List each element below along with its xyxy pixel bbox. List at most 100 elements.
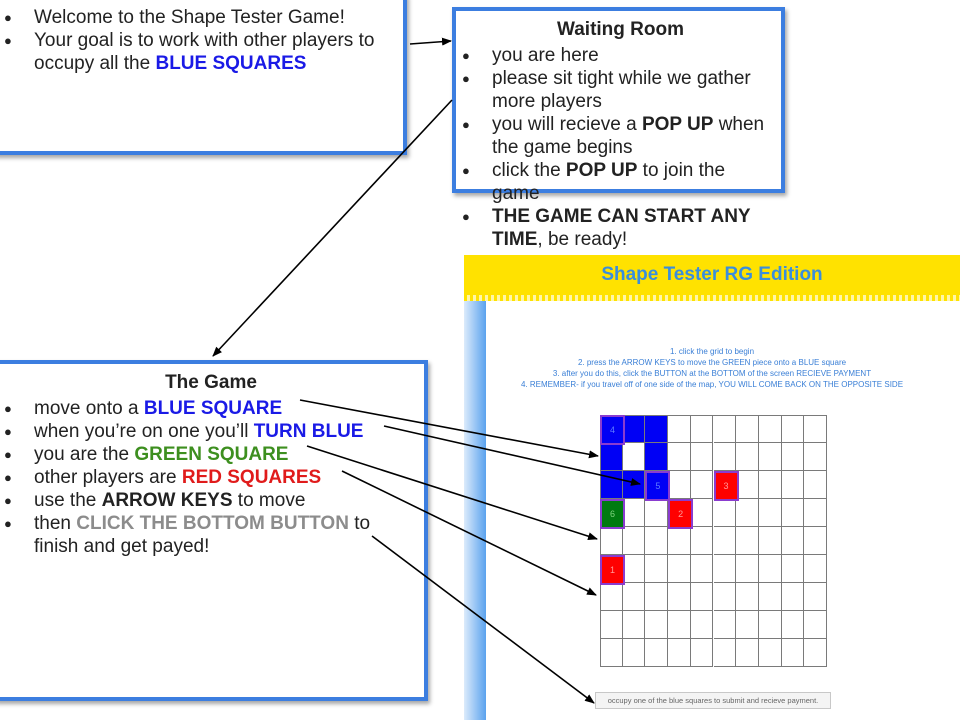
grid-cell[interactable]: [622, 583, 646, 611]
bullet-text: TURN BLUE: [253, 421, 364, 442]
grid-cell[interactable]: [804, 583, 827, 611]
grid-cell[interactable]: [713, 611, 737, 639]
grid-cell[interactable]: [758, 471, 782, 499]
grid-cell[interactable]: [645, 639, 669, 667]
instruction-2: 2. press the ARROW KEYS to move the GREE…: [577, 358, 847, 367]
grid-cell[interactable]: [781, 639, 805, 667]
panel-header-band: [464, 295, 960, 301]
waiting-room-list: you are hereplease sit tight while we ga…: [456, 44, 775, 251]
grid-cell[interactable]: [736, 583, 759, 611]
player-piece-3: 3: [713, 471, 739, 501]
grid-cell[interactable]: [781, 583, 805, 611]
grid-cell[interactable]: [736, 527, 759, 555]
grid-cell[interactable]: [804, 499, 827, 527]
grid-cell[interactable]: [804, 555, 827, 583]
grid-cell[interactable]: [804, 443, 827, 471]
grid-cell[interactable]: [645, 611, 669, 639]
grid-cell[interactable]: [758, 499, 782, 527]
grid-cell[interactable]: [736, 443, 759, 471]
grid-cell[interactable]: [758, 583, 782, 611]
grid-cell[interactable]: [758, 443, 782, 471]
bullet-text: use the: [34, 490, 102, 511]
grid-cell[interactable]: [781, 415, 805, 443]
grid-cell[interactable]: [736, 639, 759, 667]
grid-cell[interactable]: [713, 443, 737, 471]
grid-cell[interactable]: [690, 415, 714, 443]
grid-cell[interactable]: [781, 471, 805, 499]
grid-cell[interactable]: [622, 415, 646, 443]
grid-cell[interactable]: [781, 611, 805, 639]
grid-cell[interactable]: [690, 555, 714, 583]
grid-cell[interactable]: [758, 611, 782, 639]
grid-cell[interactable]: [713, 583, 737, 611]
grid-cell[interactable]: [622, 499, 646, 527]
player-piece-5: 5: [645, 471, 671, 501]
grid-cell[interactable]: [645, 443, 669, 471]
grid-cell[interactable]: [713, 555, 737, 583]
bullet-text: Your goal is to work with other players …: [34, 30, 375, 74]
grid-cell[interactable]: [736, 611, 759, 639]
grid-cell[interactable]: [668, 555, 691, 583]
grid-cell[interactable]: [713, 527, 737, 555]
grid-cell[interactable]: [690, 611, 714, 639]
grid-cell[interactable]: [690, 583, 714, 611]
bullet-text: move onto a: [34, 398, 144, 419]
grid-cell[interactable]: [758, 527, 782, 555]
grid-cell[interactable]: [622, 527, 646, 555]
grid-cell[interactable]: [804, 639, 827, 667]
grid-cell[interactable]: [804, 527, 827, 555]
grid-cell[interactable]: [668, 639, 691, 667]
grid-cell[interactable]: [804, 611, 827, 639]
bullet-text: CLICK THE BOTTOM BUTTON: [76, 513, 349, 534]
bullet-text: you will recieve a: [492, 114, 642, 135]
grid-cell[interactable]: [736, 555, 759, 583]
grid-cell[interactable]: [713, 499, 737, 527]
grid-cell[interactable]: [690, 639, 714, 667]
grid-cell[interactable]: [645, 415, 669, 443]
grid-cell[interactable]: [622, 639, 646, 667]
grid-cell[interactable]: [600, 611, 623, 639]
bullet-text: BLUE SQUARES: [155, 53, 307, 74]
grid-cell[interactable]: [622, 443, 646, 471]
grid-cell[interactable]: [781, 443, 805, 471]
grid-cell[interactable]: [600, 583, 623, 611]
grid-cell[interactable]: [600, 443, 623, 471]
grid-cell[interactable]: [690, 471, 714, 499]
grid-cell[interactable]: [758, 555, 782, 583]
grid-cell[interactable]: [804, 415, 827, 443]
grid-cell[interactable]: [736, 415, 759, 443]
grid-cell[interactable]: [690, 499, 714, 527]
grid-cell[interactable]: [645, 583, 669, 611]
grid-cell[interactable]: [781, 555, 805, 583]
grid-cell[interactable]: [804, 471, 827, 499]
grid-cell[interactable]: [713, 639, 737, 667]
grid-cell[interactable]: [622, 611, 646, 639]
grid-cell[interactable]: [622, 555, 646, 583]
bullet-text: THE GAME CAN START ANY TIME: [492, 206, 751, 250]
receive-payment-button[interactable]: occupy one of the blue squares to submit…: [595, 692, 831, 709]
grid-cell[interactable]: [668, 527, 691, 555]
grid-cell[interactable]: [736, 471, 759, 499]
bullet-text: when the game begins: [492, 114, 765, 158]
bullet-item: you will recieve a POP UP when the game …: [456, 113, 775, 159]
grid-cell[interactable]: [645, 555, 669, 583]
arrow-bottom-button: [371, 535, 595, 704]
grid-cell[interactable]: [758, 415, 782, 443]
grid-cell[interactable]: [600, 527, 623, 555]
grid-cell[interactable]: [781, 499, 805, 527]
grid-cell[interactable]: [668, 443, 691, 471]
grid-cell[interactable]: [668, 471, 691, 499]
grid-cell[interactable]: [781, 527, 805, 555]
grid-cell[interactable]: [645, 499, 669, 527]
grid-cell[interactable]: [758, 639, 782, 667]
grid-cell[interactable]: [668, 611, 691, 639]
grid-cell[interactable]: [713, 415, 737, 443]
grid-cell[interactable]: [690, 443, 714, 471]
grid-cell[interactable]: [690, 527, 714, 555]
grid-cell[interactable]: [645, 527, 669, 555]
grid-cell[interactable]: [668, 415, 691, 443]
grid-cell[interactable]: [668, 583, 691, 611]
grid-cell[interactable]: [736, 499, 759, 527]
grid-cell[interactable]: [600, 639, 623, 667]
